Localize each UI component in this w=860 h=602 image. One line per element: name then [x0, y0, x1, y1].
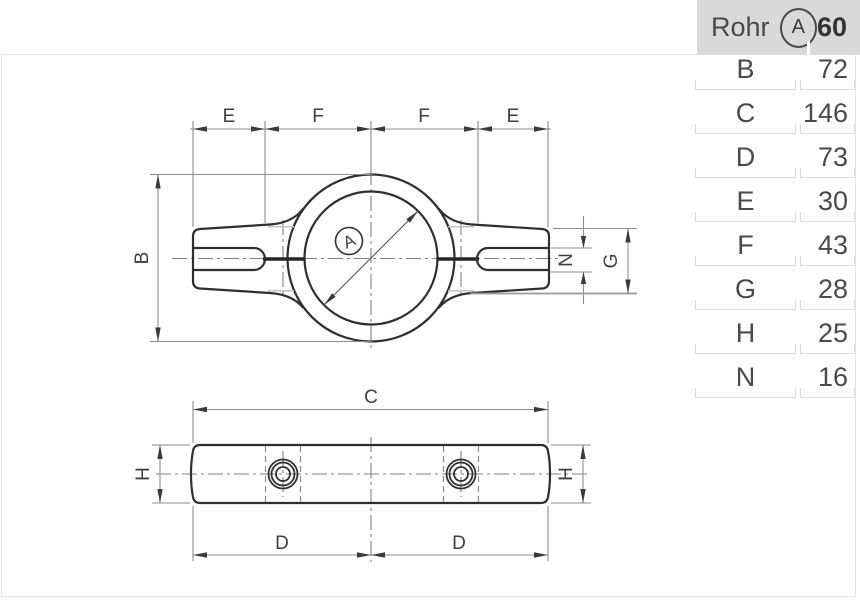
dim-label-h2: H: [556, 467, 577, 481]
dimension-table: Rohr A 60 B 72 C 146 D 73 E 30: [690, 0, 860, 602]
dimension-b: B: [132, 173, 372, 343]
row-key: E: [736, 186, 755, 216]
row-key: G: [734, 274, 756, 304]
screw-hole-left: [267, 451, 299, 497]
table-row: H 25: [690, 319, 860, 363]
cell-bracket: [800, 344, 855, 354]
badge-letter: A: [791, 16, 805, 38]
table-row: B 72: [690, 55, 860, 99]
drawing-panel: [1, 54, 856, 597]
dim-label-g: G: [601, 254, 622, 269]
cell-bracket: [800, 388, 855, 398]
diameter-a-badge: A: [779, 7, 817, 48]
dim-label-n: N: [556, 253, 577, 267]
table-header: Rohr A 60: [697, 0, 860, 55]
cell-bracket: [800, 256, 855, 266]
table-row: F 43: [690, 231, 860, 275]
table-row: G 28: [690, 275, 860, 319]
table-header-label: Rohr: [711, 12, 770, 42]
top-view: E F F E B A: [132, 106, 637, 350]
row-value: 72: [817, 54, 848, 84]
balloon-label: A: [340, 230, 359, 252]
table-row: E 30: [690, 187, 860, 231]
dimension-d: D D: [192, 506, 549, 561]
row-key: H: [735, 318, 756, 348]
dimension-h-left: H: [133, 444, 190, 504]
row-value: 43: [817, 230, 848, 260]
side-view: C H H: [133, 387, 591, 562]
row-key: C: [735, 98, 756, 128]
cell-bracket: [800, 168, 855, 178]
cell-bracket: [695, 124, 796, 134]
dim-label-e2: E: [507, 106, 520, 127]
dim-label-h1: H: [133, 467, 154, 481]
row-value: 30: [817, 186, 848, 216]
table-header-value: 60: [816, 12, 847, 42]
cell-bracket: [695, 212, 796, 222]
row-value: 25: [817, 318, 848, 348]
row-value: 16: [817, 362, 848, 392]
table-row: C 146: [690, 99, 860, 143]
cell-bracket: [695, 300, 796, 310]
balloon-circle: [334, 226, 364, 256]
dim-label-d2: D: [452, 533, 466, 554]
row-key: B: [736, 54, 755, 84]
dimension-chain-top: E F F E: [190, 106, 551, 227]
dim-label-f1: F: [312, 106, 324, 127]
row-value: 28: [817, 274, 848, 304]
table-row: D 73: [690, 143, 860, 187]
fork-left: [191, 207, 305, 309]
cell-bracket: [800, 124, 855, 134]
cell-bracket: [800, 80, 855, 90]
cell-bracket: [695, 344, 796, 354]
fork-right: [437, 207, 551, 309]
dim-label-b: B: [132, 252, 153, 265]
dim-label-c: C: [364, 387, 378, 408]
row-value: 146: [802, 98, 848, 128]
technical-drawing: E F F E B A: [132, 106, 637, 562]
cell-bracket: [695, 388, 796, 398]
cell-bracket: [695, 256, 796, 266]
row-value: 73: [817, 142, 848, 172]
table-row: N 16: [690, 363, 860, 407]
row-key: F: [737, 230, 754, 260]
dimension-n: N: [551, 216, 592, 304]
dim-label-f2: F: [418, 106, 430, 127]
dimension-g: G: [470, 227, 637, 295]
cell-bracket: [695, 80, 796, 90]
cell-bracket: [800, 212, 855, 222]
row-key: D: [735, 142, 756, 172]
dimension-c: C: [192, 387, 549, 443]
cell-bracket: [695, 168, 796, 178]
dim-label-d1: D: [275, 533, 289, 554]
screw-hole-right: [445, 451, 477, 497]
cell-bracket: [800, 300, 855, 310]
bar-outline: [189, 443, 552, 505]
row-key: N: [735, 362, 756, 392]
header-column-gap: [807, 41, 810, 55]
dim-label-e1: E: [223, 106, 236, 127]
dimension-h-right: H: [551, 444, 591, 504]
